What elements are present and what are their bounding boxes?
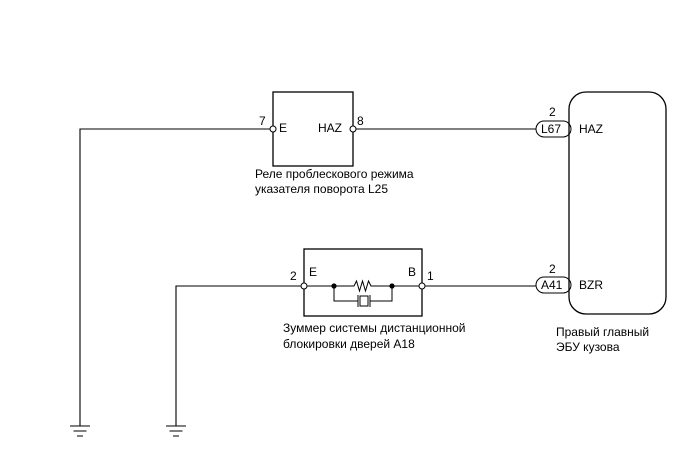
relay-pin-left-label: E [279,121,287,135]
ground-symbol-right [166,425,186,437]
ecu-terminal-bottom: BZR [579,278,603,292]
ecu-connector-bottom-id: A41 [541,278,563,292]
buzzer-pin-right-number: 1 [427,269,434,283]
relay-caption-line2: указателя поворота L25 [255,182,388,196]
ecu-connector-bottom-tag [535,276,572,294]
relay-pin-right-number: 8 [357,114,364,128]
resistor-symbol [334,279,392,293]
piezo-element-symbol [357,295,371,307]
ecu-connector-bottom-pin: 2 [549,262,556,276]
relay-pin-right-terminal [349,125,357,133]
buzzer-caption-line1: Зуммер системы дистанционной [283,321,466,335]
main-body-ecu: 2 L67 HAZ 2 A41 BZR Правый главный ЭБУ к… [535,91,667,354]
buzzer-pin-left-number: 2 [290,269,297,283]
door-lock-buzzer: 2 E B 1 Зуммер системы дистанционной бло… [283,248,466,351]
ecu-connector-top-pin: 2 [549,105,556,119]
buzzer-pin-left-label: E [309,265,317,279]
relay-pin-right-label: HAZ [318,121,342,135]
buzzer-pin-left-terminal [300,282,308,290]
buzzer-pin-right-label: B [408,265,416,279]
ground-symbol-left [70,425,90,437]
buzzer-internal-circuit [307,279,419,307]
relay-pin-left-terminal [269,125,277,133]
buzzer-caption-line2: блокировки дверей A18 [283,337,415,351]
ecu-terminal-top: HAZ [579,122,603,136]
ecu-body [568,91,667,315]
buzzer-pin-right-terminal [418,282,426,290]
relay-pin-left-number: 7 [259,114,266,128]
ecu-caption-line1: Правый главный [556,325,649,339]
ecu-connector-top-id: L67 [541,122,561,136]
wire-buzzer-to-ground [175,285,301,426]
ecu-caption-line2: ЭБУ кузова [556,340,620,354]
relay-caption-line1: Реле проблескового режима [255,167,414,181]
turn-signal-relay: 7 E HAZ 8 Реле проблескового режима указ… [255,91,414,196]
wire-relay-to-ground [79,128,270,426]
